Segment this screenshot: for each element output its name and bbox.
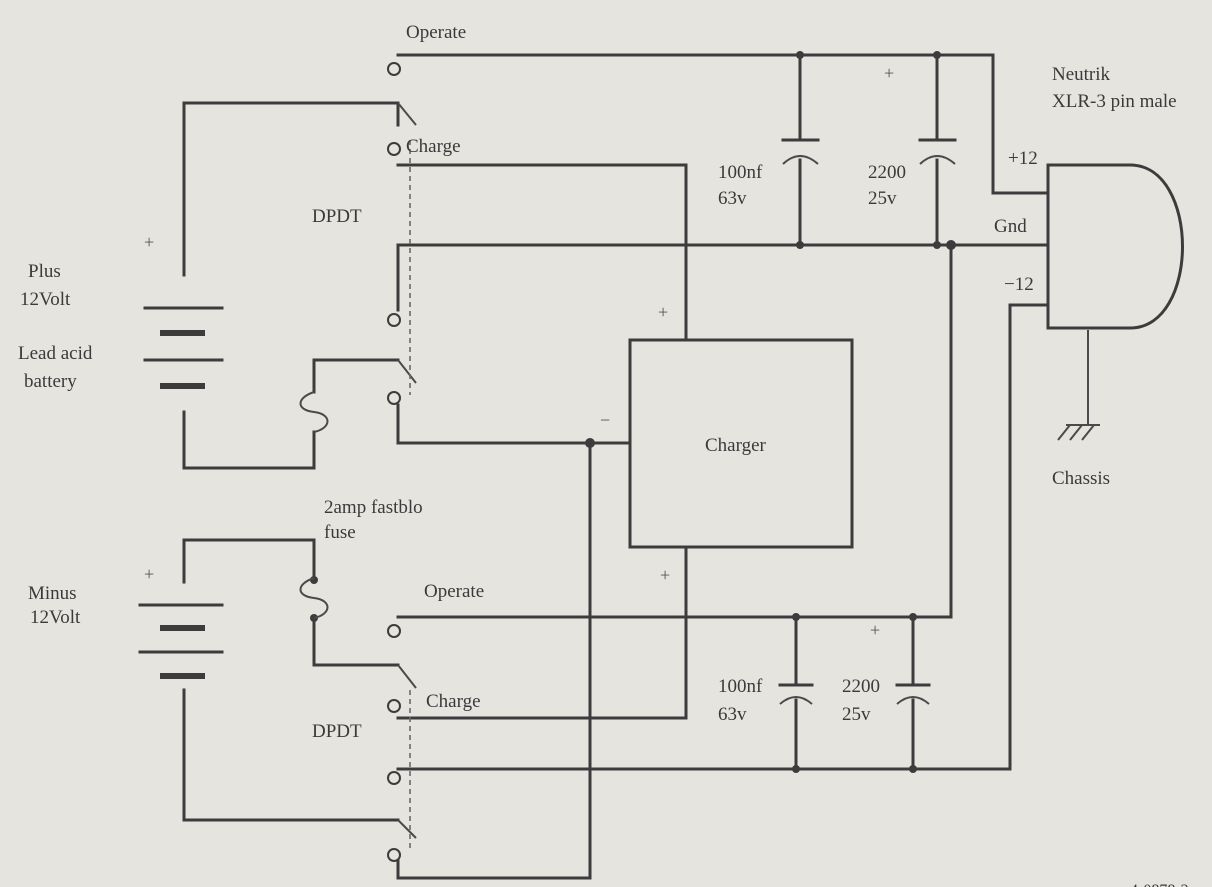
junction-dots — [310, 51, 956, 773]
cap-top-large-voltage: 25v — [868, 188, 897, 209]
cap-bottom-large-plus-sign: + — [870, 620, 880, 640]
charger-box — [628, 338, 854, 549]
switch-terminals — [387, 62, 401, 862]
bottom-operate-label: Operate — [424, 581, 484, 602]
battery-minus-label-line1: Minus — [28, 583, 77, 604]
connector-pin-minus-label: −12 — [1004, 274, 1034, 295]
cap-top-small-voltage: 63v — [718, 188, 747, 209]
battery-plus-label-line4: battery — [24, 371, 77, 392]
charger-bottom-plus-sign: + — [660, 565, 670, 585]
fuse-label-line1: 2amp fastblo — [324, 497, 423, 518]
cap-top-large-plus-sign: + — [884, 63, 894, 83]
corner-reference: 4-0878-2 — [1130, 882, 1189, 887]
battery-plus-label-line1: Plus — [28, 261, 61, 282]
wires — [182, 53, 1089, 880]
capacitor-100nf-bottom — [778, 683, 814, 705]
battery-plus-symbol — [143, 306, 224, 389]
charger-label: Charger — [705, 435, 767, 456]
cap-top-large-value: 2200 — [868, 162, 906, 183]
battery-plus-label-line3: Lead acid — [18, 343, 93, 364]
battery-minus-symbol — [138, 603, 224, 679]
capacitor-2200-top — [918, 138, 957, 165]
fuse-symbol-bottom — [299, 577, 329, 619]
cap-bottom-small-value: 100nf — [718, 676, 763, 697]
top-charge-label: Charge — [406, 136, 461, 157]
battery-minus-label-line2: 12Volt — [30, 607, 81, 628]
connector-pin-gnd-label: Gnd — [994, 216, 1027, 237]
cap-bottom-small-voltage: 63v — [718, 704, 747, 725]
charger-minus-sign: − — [600, 410, 610, 430]
capacitor-2200-bottom — [895, 683, 931, 705]
bottom-dpdt-label: DPDT — [312, 721, 362, 742]
fuse-symbol-top — [299, 391, 329, 433]
capacitor-100nf-top — [781, 138, 820, 165]
battery-plus-sign: + — [144, 232, 154, 252]
battery-plus-label-line2: 12Volt — [20, 289, 71, 310]
cap-bottom-large-voltage: 25v — [842, 704, 871, 725]
top-dpdt-label: DPDT — [312, 206, 362, 227]
bottom-charge-label: Charge — [426, 691, 481, 712]
connector-label-line1: Neutrik — [1052, 64, 1111, 85]
cap-top-small-value: 100nf — [718, 162, 763, 183]
xlr-connector-symbol — [1046, 163, 1184, 330]
switch-levers — [397, 102, 417, 839]
cap-bottom-large-value: 2200 — [842, 676, 880, 697]
chassis-ground-icon — [1057, 424, 1100, 441]
battery-minus-sign: + — [144, 564, 154, 584]
chassis-label: Chassis — [1052, 468, 1110, 489]
connector-pin-plus-label: +12 — [1008, 148, 1038, 169]
connector-label-line2: XLR-3 pin male — [1052, 91, 1177, 112]
top-operate-label: Operate — [406, 22, 466, 43]
fuse-label-line2: fuse — [324, 522, 356, 543]
charger-plus-sign: + — [658, 302, 668, 322]
